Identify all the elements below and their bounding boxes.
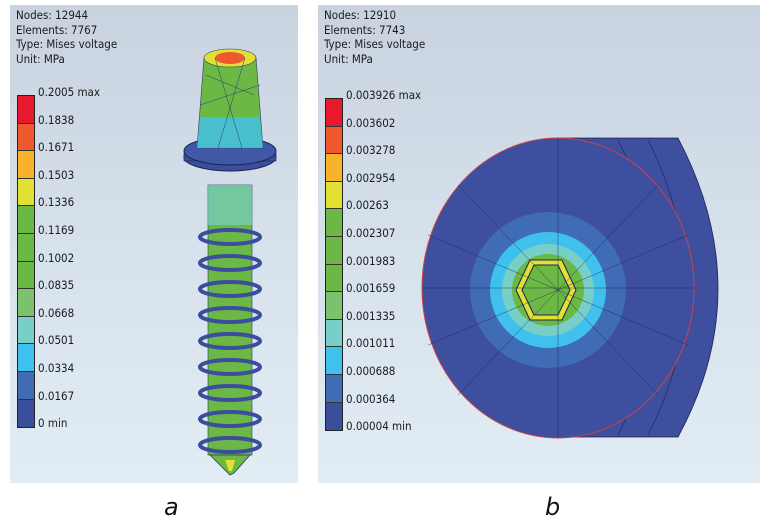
legend-label: 0.0668	[38, 305, 75, 320]
elements-count: Elements: 7767	[16, 22, 98, 37]
legend-swatch	[18, 261, 34, 290]
legend-swatch	[18, 344, 34, 372]
legend-label: 0.0835	[38, 278, 75, 293]
legend-label: 0.003278	[346, 143, 396, 158]
legend-swatch	[326, 209, 342, 237]
legend-label: 0.00263	[346, 198, 389, 213]
legend-swatch	[18, 371, 34, 400]
legend-swatch	[18, 123, 34, 152]
legend-swatch	[18, 151, 34, 179]
disc-model	[421, 137, 719, 439]
legend-color-bar	[325, 98, 343, 432]
legend-label: 0.0334	[38, 361, 75, 375]
thread-turn	[198, 306, 262, 324]
thread-turn	[198, 254, 262, 272]
thread-turn	[198, 436, 262, 454]
legend-swatch	[18, 178, 34, 207]
legend-label: 0.001983	[346, 253, 396, 268]
legend-swatch	[18, 233, 34, 262]
legend-label: 0.001335	[346, 308, 396, 323]
thread-turn	[198, 228, 262, 246]
legend-label: 0.002954	[346, 170, 396, 185]
legend-swatch	[326, 402, 342, 431]
panel-b-disc-stress: Nodes: 12910 Elements: 7743 Type: Mises …	[318, 5, 760, 483]
legend-color-bar	[17, 95, 35, 429]
legend-label: 0.001659	[346, 281, 396, 296]
legend-swatch	[326, 154, 342, 182]
panel-a-screw-stress: Nodes: 12944 Elements: 7767 Type: Mises …	[10, 5, 298, 483]
legend-swatch	[18, 289, 34, 317]
caption-a: a	[164, 493, 179, 521]
thread-turn	[198, 358, 262, 376]
elements-count: Elements: 7743	[324, 22, 406, 37]
legend-swatch	[18, 96, 34, 124]
unit: Unit: MPa	[324, 51, 373, 66]
legend-swatch	[326, 236, 342, 265]
nodes-count: Nodes: 12944	[16, 8, 89, 22]
nodes-count: Nodes: 12910	[324, 8, 397, 22]
legend-swatch	[18, 316, 34, 345]
legend-swatch	[326, 264, 342, 293]
caption-b: b	[545, 493, 561, 521]
legend-swatch	[326, 126, 342, 155]
legend-label: 0.003926 max	[346, 88, 422, 102]
legend-swatch	[18, 399, 34, 428]
legend-label: 0.1838	[38, 112, 75, 127]
legend-label: 0.00004 min	[346, 419, 412, 434]
legend-label: 0.1169	[38, 223, 75, 237]
unit: Unit: MPa	[16, 51, 65, 66]
legend-label: 0.000688	[346, 364, 396, 378]
legend-label: 0.002307	[346, 226, 396, 240]
result-type: Type: Mises voltage	[324, 37, 426, 51]
thread-turn	[198, 332, 262, 350]
legend-label: 0.1671	[38, 140, 75, 155]
legend-label: 0.0501	[38, 333, 75, 348]
screw-head	[183, 48, 277, 172]
legend-label: 0.000364	[346, 391, 396, 406]
legend-swatch	[326, 99, 342, 127]
screw-shank	[198, 184, 262, 476]
legend-label: 0.003602	[346, 115, 396, 130]
screw-model	[183, 48, 277, 476]
legend-label: 0 min	[38, 416, 68, 431]
result-type: Type: Mises voltage	[16, 37, 118, 51]
legend-swatch	[326, 181, 342, 210]
legend-label: 0.1336	[38, 195, 75, 210]
legend-swatch	[326, 292, 342, 320]
thread-turn	[198, 280, 262, 298]
legend-swatch	[18, 206, 34, 234]
legend-swatch	[326, 347, 342, 375]
mesh-info: Nodes: 12910 Elements: 7743 Type: Mises …	[324, 8, 425, 66]
mesh-info: Nodes: 12944 Elements: 7767 Type: Mises …	[16, 8, 117, 66]
legend-label: 0.1002	[38, 250, 75, 265]
legend-label: 0.1503	[38, 167, 75, 182]
disc-face	[421, 137, 695, 439]
legend-swatch	[326, 319, 342, 348]
legend-label: 0.001011	[346, 336, 396, 351]
thread-turn	[198, 384, 262, 402]
thread-turn	[198, 410, 262, 428]
legend-swatch	[326, 374, 342, 403]
legend-label: 0.0167	[38, 388, 75, 403]
legend-label: 0.2005 max	[38, 85, 101, 99]
